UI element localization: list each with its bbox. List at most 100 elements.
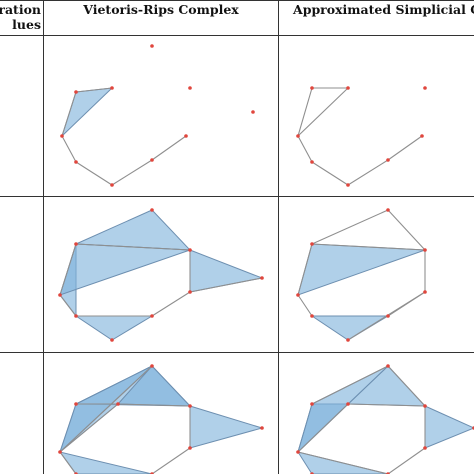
- row-1-approximated-complex: [296, 86, 427, 187]
- row-2-vietoris-rips-edge-3: [59, 243, 77, 296]
- row-3-vietoris-rips-edge-6: [59, 451, 77, 474]
- row-1-approximated-vertex-8: [346, 183, 350, 187]
- row-1-approximated-vertex-5: [310, 160, 314, 164]
- row-1-approximated-vertex-1: [310, 86, 314, 90]
- row-2-approximated-vertex-4: [296, 293, 300, 297]
- row-3-approximated-edge-4: [387, 447, 426, 474]
- row-3-approximated-edge-1: [311, 365, 389, 405]
- header-vietoris-rips-complex: Vietoris-Rips Complex: [82, 2, 239, 17]
- row-2-vietoris-rips-triangle-1: [75, 209, 192, 251]
- row-1-vietoris-rips-vertex-5: [251, 110, 255, 114]
- row-2-approximated-edge-6: [297, 294, 313, 317]
- row-1-vietoris-rips-complex: [60, 44, 255, 187]
- row-2-approximated-vertex-3: [423, 248, 427, 252]
- row-2-vietoris-rips-vertex-6: [188, 290, 192, 294]
- row-3-vietoris-rips-triangle-4: [189, 405, 264, 449]
- row-3-vietoris-rips-vertex-3: [116, 402, 120, 406]
- row-3-approximated-edge-7: [347, 403, 426, 407]
- row-3-vietoris-rips-vertex-1: [150, 364, 154, 368]
- row-1-vietoris-rips-vertex-4: [188, 86, 192, 90]
- row-1-approximated-edge-4: [297, 135, 313, 163]
- row-2-approximated-triangle-1: [297, 243, 426, 296]
- row-1-vietoris-rips-vertex-10: [110, 183, 114, 187]
- row-1-vietoris-rips-edge-2: [61, 91, 77, 137]
- row-3-approximated-vertex-6: [296, 450, 300, 454]
- row-2-vietoris-rips-vertex-5: [58, 293, 62, 297]
- row-2-vietoris-rips-triangle-4: [74, 315, 154, 341]
- row-1-approximated-vertex-6: [386, 158, 390, 162]
- row-2-vietoris-rips-edge-6: [151, 291, 191, 317]
- row-2-approximated-vertex-8: [346, 338, 350, 342]
- row-2-approximated-vertex-1: [386, 208, 390, 212]
- row-1-vietoris-rips-vertex-7: [184, 134, 188, 138]
- row-3-vietoris-rips-edge-7: [59, 365, 153, 453]
- row-3-approximated-edge-6: [297, 403, 349, 453]
- row-2-approximated-vertex-5: [423, 290, 427, 294]
- row-1-approximated-edge-6: [347, 159, 389, 186]
- row-3-vietoris-rips-edge-5: [59, 403, 119, 453]
- row-3-vietoris-rips-vertex-5: [260, 426, 264, 430]
- row-3-approximated-edge-2: [387, 365, 426, 407]
- row-3-vietoris-rips-edge-2: [117, 403, 191, 407]
- row-2-vietoris-rips-vertex-8: [150, 314, 154, 318]
- row-2-vietoris-rips-triangle-5: [59, 243, 191, 296]
- row-3-approximated-triangle-3: [424, 405, 474, 449]
- row-2-vietoris-rips-edge-7: [189, 277, 263, 293]
- row-2-vietoris-rips-triangle-3: [189, 249, 264, 293]
- row-3-approximated-vertex-4: [423, 404, 427, 408]
- row-1-vietoris-rips-edge-1: [75, 87, 113, 93]
- row-1-vietoris-rips-edge-4: [75, 161, 113, 186]
- header-filtration-values-line-2: lues: [12, 17, 41, 32]
- row-2-vietoris-rips-vertex-9: [110, 338, 114, 342]
- row-3-approximated-vertex-3: [346, 402, 350, 406]
- row-2-vietoris-rips-edge-4: [59, 294, 77, 317]
- row-1-vietoris-rips-edge-3: [61, 135, 77, 163]
- header-filtration-values-line-1: ration: [0, 2, 41, 17]
- row-3-vietoris-rips-vertex-4: [188, 404, 192, 408]
- row-2-vietoris-rips-vertex-3: [188, 248, 192, 252]
- row-1-approximated-vertex-7: [420, 134, 424, 138]
- header-approximated-simplicial-complex: Approximated Simplicial Comp: [292, 2, 474, 17]
- row-2-approximated-triangle-2: [310, 315, 390, 341]
- row-2-approximated-edge-4: [311, 243, 426, 251]
- row-2-approximated-edge-1: [311, 209, 389, 245]
- row-1-vietoris-rips-edge-6: [151, 135, 187, 161]
- row-2-vietoris-rips-vertex-7: [74, 314, 78, 318]
- row-1-vietoris-rips-edge-5: [111, 159, 153, 186]
- row-2-vietoris-rips-edge-1: [75, 243, 191, 251]
- row-2-approximated-edge-7: [297, 243, 313, 296]
- row-3-vietoris-rips-edge-4: [151, 447, 191, 474]
- row-1-approximated-edge-3: [297, 87, 349, 137]
- row-2-vietoris-rips-complex: [58, 208, 264, 342]
- row-2-approximated-complex: [296, 208, 427, 342]
- row-1-vietoris-rips-vertex-1: [150, 44, 154, 48]
- row-1-vietoris-rips-vertex-8: [74, 160, 78, 164]
- row-1-approximated-edge-2: [297, 87, 313, 137]
- row-1-vietoris-rips-vertex-3: [110, 86, 114, 90]
- row-3-vietoris-rips-vertex-6: [58, 450, 62, 454]
- row-2-approximated-edge-2: [387, 209, 426, 251]
- row-3-approximated-vertex-1: [386, 364, 390, 368]
- row-2-approximated-vertex-7: [386, 314, 390, 318]
- row-3-approximated-vertex-7: [423, 446, 427, 450]
- row-1-approximated-vertex-4: [296, 134, 300, 138]
- row-3-vietoris-rips-vertex-7: [188, 446, 192, 450]
- row-3-approximated-complex: [296, 364, 474, 474]
- complexes-layer: [58, 44, 474, 474]
- row-1-approximated-vertex-2: [346, 86, 350, 90]
- row-1-vietoris-rips-vertex-2: [74, 90, 78, 94]
- row-2-vietoris-rips-vertex-2: [74, 242, 78, 246]
- row-1-vietoris-rips-vertex-9: [150, 158, 154, 162]
- row-3-vietoris-rips-complex: [58, 364, 264, 474]
- row-2-vietoris-rips-vertex-4: [260, 276, 264, 280]
- row-3-approximated-vertex-2: [310, 402, 314, 406]
- row-3-vietoris-rips-vertex-2: [74, 402, 78, 406]
- row-3-approximated-edge-5: [297, 451, 389, 474]
- row-1-approximated-edge-7: [387, 135, 423, 161]
- row-2-vietoris-rips-vertex-1: [150, 208, 154, 212]
- row-1-vietoris-rips-vertex-6: [60, 134, 64, 138]
- row-2-approximated-vertex-2: [310, 242, 314, 246]
- row-1-approximated-vertex-3: [423, 86, 427, 90]
- row-2-approximated-vertex-6: [310, 314, 314, 318]
